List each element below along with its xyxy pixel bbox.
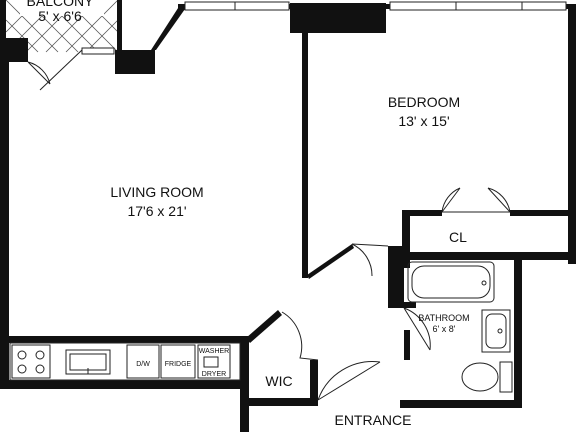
wall-bath-left	[398, 258, 404, 308]
window-living	[184, 1, 290, 11]
labels: BALCONY 5' x 6'6 LIVING ROOM 17'6 x 21' …	[27, 0, 470, 428]
bathtub	[407, 261, 495, 303]
wall-bath-left-lower	[404, 330, 410, 360]
wic-name: WIC	[265, 373, 292, 389]
door-closet-right	[487, 187, 511, 213]
wall-bath-bottom-left	[404, 302, 416, 308]
dryer-label: DRYER	[202, 371, 226, 378]
wall-kitchen-bottom	[0, 380, 240, 389]
kitchen	[9, 342, 241, 381]
door-wic	[281, 311, 319, 361]
door-closet-left	[441, 187, 461, 213]
washer-dryer	[197, 344, 231, 379]
kitchen-counter	[9, 342, 241, 381]
balcony-size: 5' x 6'6	[38, 8, 82, 24]
entrance-name: ENTRANCE	[334, 412, 411, 428]
wall-angled	[151, 5, 185, 50]
dishwasher	[126, 344, 160, 379]
living-room-size: 17'6 x 21'	[127, 203, 186, 219]
wall-bath-right	[514, 258, 522, 406]
doors	[27, 49, 511, 401]
door-entrance	[317, 361, 381, 401]
door-bathroom	[403, 307, 431, 351]
wall-wic-bottom	[249, 398, 317, 406]
wall-closet-top-right	[510, 210, 570, 216]
bathroom-size: 6' x 8'	[433, 324, 456, 334]
wall-living-bedroom	[302, 30, 308, 278]
pillar-balcony-left	[6, 38, 28, 62]
fridge	[160, 344, 196, 379]
wall-right	[568, 4, 576, 264]
wall-closet-left	[402, 210, 410, 268]
dishwasher-label: D/W	[136, 361, 150, 368]
windows	[81, 1, 567, 55]
bedroom-size: 13' x 15'	[398, 113, 449, 129]
washer-label: WASHER	[199, 348, 229, 355]
pillar-top-center	[290, 3, 386, 33]
toilet	[461, 361, 513, 393]
door-bedroom	[351, 243, 373, 277]
fridge-label: FRIDGE	[165, 361, 192, 368]
bathroom-name: BATHROOM	[418, 313, 469, 323]
wall-closet-bottom	[402, 252, 572, 260]
wall-bedroom-bottom	[307, 244, 354, 279]
closet-name: CL	[449, 229, 467, 245]
wall-wic-top	[246, 310, 282, 343]
bedroom-name: BEDROOM	[388, 94, 460, 110]
wall-wic-right	[310, 360, 318, 406]
bathroom-sink	[481, 309, 511, 353]
living-room-name: LIVING ROOM	[110, 184, 203, 200]
wall-wic-left	[240, 336, 249, 432]
pillar-balcony-right	[115, 50, 155, 74]
door-balcony	[27, 61, 51, 85]
wall-balcony-left	[0, 0, 6, 62]
balcony-name: BALCONY	[27, 0, 95, 9]
wall-balcony-right	[117, 0, 122, 52]
wall-bottom-living	[9, 336, 249, 343]
wall-entrance-right	[400, 400, 522, 408]
stove	[11, 344, 51, 379]
wall-left	[0, 44, 9, 389]
window-bedroom	[389, 1, 567, 11]
window-balcony-door	[81, 47, 115, 55]
wall-closet-top-left	[402, 210, 442, 216]
